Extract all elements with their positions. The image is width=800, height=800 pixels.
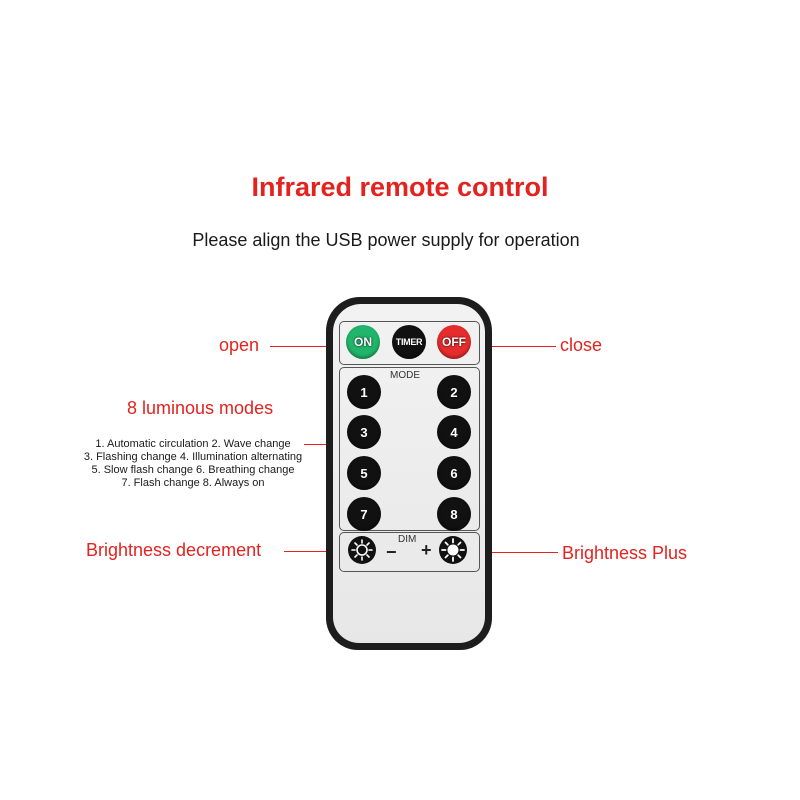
mode-button-7[interactable]: 7	[347, 497, 381, 531]
modes-line-4: 7. Flash change 8. Always on	[121, 477, 265, 489]
brightness-down-button[interactable]	[347, 535, 377, 565]
mode-button-8[interactable]: 8	[437, 497, 471, 531]
modes-description: 1. Automatic circulation 2. Wave change …	[40, 438, 346, 490]
mode-label: MODE	[390, 370, 420, 381]
brightness-up-button[interactable]	[438, 535, 468, 565]
mode-button-2[interactable]: 2	[437, 375, 471, 409]
sun-outline-icon	[348, 536, 376, 564]
callout-modes-heading: 8 luminous modes	[127, 398, 274, 418]
mode-button-3[interactable]: 3	[347, 415, 381, 449]
dim-label: DIM	[398, 534, 417, 545]
minus-sign: −	[386, 542, 397, 562]
callout-close-line	[474, 346, 556, 347]
callout-open: open	[219, 335, 260, 355]
callout-open-line	[270, 346, 338, 347]
modes-line-1: 1. Automatic circulation 2. Wave change	[95, 438, 291, 450]
mode-button-6[interactable]: 6	[437, 456, 471, 490]
callout-brightness-minus: Brightness decrement	[86, 540, 262, 560]
off-button[interactable]: OFF	[437, 325, 471, 359]
power-panel	[339, 321, 480, 365]
callout-close: close	[560, 335, 603, 355]
remote-face: ON TIMER OFF MODE 1 2 3 4 5 6 7 8 DIM	[333, 304, 485, 643]
dim-panel	[339, 532, 480, 572]
mode-button-4[interactable]: 4	[437, 415, 471, 449]
callout-brightness-plus: Brightness Plus	[562, 543, 688, 563]
callout-brightness-plus-line	[478, 552, 558, 553]
on-button[interactable]: ON	[346, 325, 380, 359]
mode-button-1[interactable]: 1	[347, 375, 381, 409]
plus-sign: +	[421, 540, 432, 560]
modes-line-3: 5. Slow flash change 6. Breathing change	[91, 464, 295, 476]
page-title: Infrared remote control	[251, 172, 549, 202]
sun-filled-icon	[439, 536, 467, 564]
callout-brightness-minus-line	[284, 551, 338, 552]
callout-modes-line	[304, 444, 330, 445]
modes-line-2: 3. Flashing change 4. Illumination alter…	[83, 451, 303, 463]
timer-button[interactable]: TIMER	[392, 325, 426, 359]
mode-panel	[339, 367, 480, 531]
mode-button-5[interactable]: 5	[347, 456, 381, 490]
remote-control: ON TIMER OFF MODE 1 2 3 4 5 6 7 8 DIM	[326, 297, 492, 650]
page-subtitle: Please align the USB power supply for op…	[192, 230, 580, 250]
